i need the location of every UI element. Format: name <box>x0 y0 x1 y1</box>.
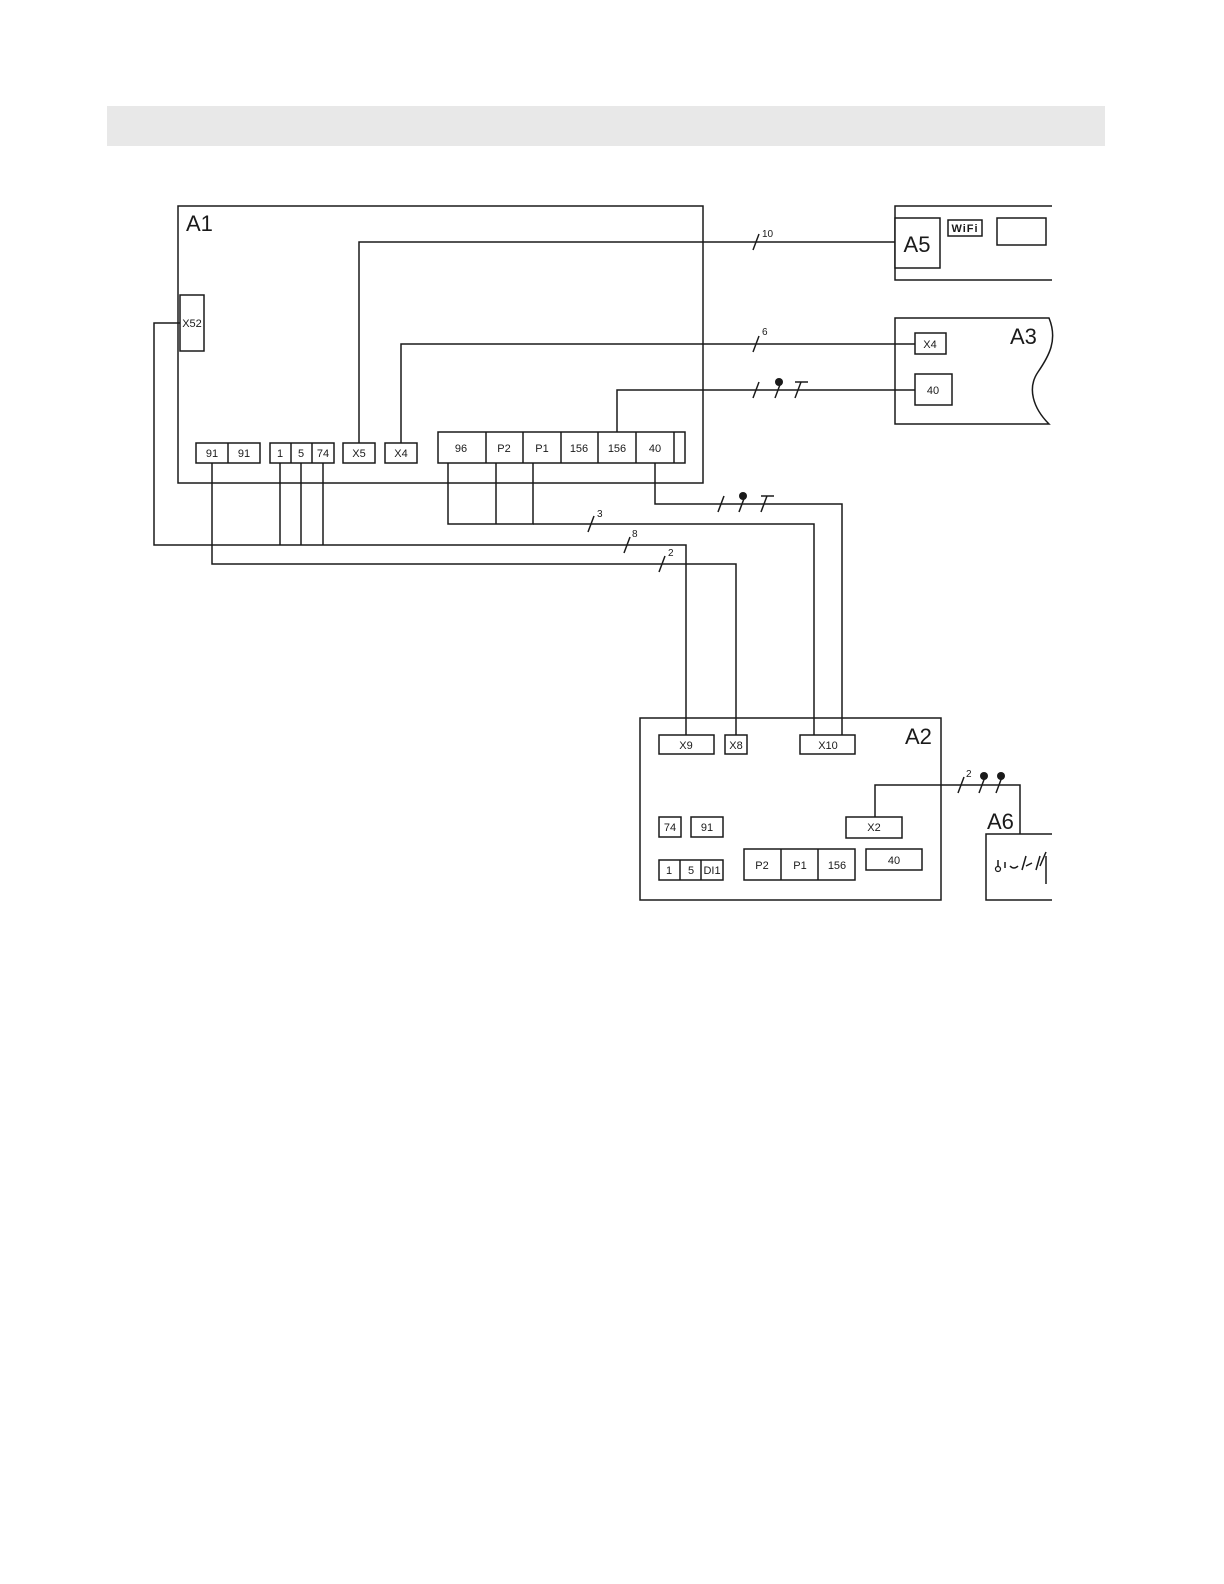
terminal-a1-156a-label: 156 <box>570 443 588 455</box>
terminal-a1-91b-label: 91 <box>238 448 250 460</box>
unit-a6: A6 <box>986 809 1052 900</box>
terminal-a1-p2-label: P2 <box>497 443 510 455</box>
unit-a5-label: A5 <box>904 232 931 257</box>
terminal-a1-5-label: 5 <box>298 448 304 460</box>
terminal-a1-40-label: 40 <box>649 443 661 455</box>
terminal-a1-156b-label: 156 <box>608 443 626 455</box>
wire-count-a3: 6 <box>762 327 768 338</box>
terminal-a1-x52-label: X52 <box>182 318 202 330</box>
terminal-a3-40-label: 40 <box>927 385 939 397</box>
shield-dot <box>739 492 747 500</box>
wire-count-x9: 8 <box>632 529 638 540</box>
unit-a3: A3 X4 40 <box>895 318 1053 424</box>
unit-a5-display <box>997 218 1046 245</box>
wire-x5-a5 <box>359 242 895 443</box>
terminal-a2-p1-label: P1 <box>793 860 806 872</box>
wire-count-x8: 2 <box>668 548 674 559</box>
wire-count-a5: 10 <box>762 229 774 240</box>
terminal-a2-x2-label: X2 <box>867 822 880 834</box>
unit-a2-label: A2 <box>905 724 932 749</box>
shield-dot <box>980 772 988 780</box>
wire-x52-a2-x9 <box>154 323 686 735</box>
terminal-a1-91a-label: 91 <box>206 448 218 460</box>
terminal-a2-40-label: 40 <box>888 855 900 867</box>
terminal-a3-x4-label: X4 <box>923 339 936 351</box>
terminal-a1-x5-label: X5 <box>352 448 365 460</box>
unit-a6-label: A6 <box>987 809 1014 834</box>
wires <box>154 234 1020 834</box>
terminal-a1-74-label: 74 <box>317 448 329 460</box>
unit-a1-label: A1 <box>186 211 213 236</box>
terminal-a1-96-label: 96 <box>455 443 467 455</box>
wire-p-loop <box>448 463 533 524</box>
terminal-a2-156-label: 156 <box>828 860 846 872</box>
terminal-a2-5-label: 5 <box>688 865 694 877</box>
wire-156-a3-40 <box>617 390 915 433</box>
shield-dot <box>997 772 1005 780</box>
terminal-a1-1-label: 1 <box>277 448 283 460</box>
wifi-icon: WiFi <box>951 223 978 235</box>
terminal-a2-1-label: 1 <box>666 865 672 877</box>
unit-a2: A2 X9 X8 X10 74 91 X2 1 5 DI1 P2 P1 156 <box>640 718 941 900</box>
terminal-a2-p2-label: P2 <box>755 860 768 872</box>
wire-x4-a3 <box>401 344 915 443</box>
terminal-a2-74-label: 74 <box>664 822 676 834</box>
wire-count-a6: 2 <box>966 769 972 780</box>
terminal-a1-x4-label: X4 <box>394 448 407 460</box>
wire-count-p: 3 <box>597 509 603 520</box>
terminal-a2-91-label: 91 <box>701 822 713 834</box>
terminal-a2-di1-label: DI1 <box>703 865 720 877</box>
unit-a5: A5 WiFi <box>895 206 1052 280</box>
switch-contacts-icon <box>996 852 1047 884</box>
terminal-a1-p1-label: P1 <box>535 443 548 455</box>
terminal-a2-x10-label: X10 <box>818 740 838 752</box>
shield-dot <box>775 378 783 386</box>
terminal-a2-x9-label: X9 <box>679 740 692 752</box>
unit-a3-label: A3 <box>1010 324 1037 349</box>
terminal-a2-x8-label: X8 <box>729 740 742 752</box>
